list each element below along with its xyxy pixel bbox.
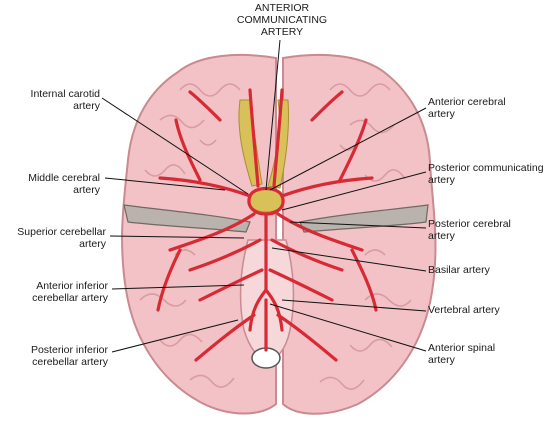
gyri-pattern <box>139 83 412 390</box>
arteries <box>156 88 378 362</box>
label-anterior-cerebral-artery: Anterior cerebral artery <box>428 96 506 120</box>
label-basilar-artery: Basilar artery <box>428 264 490 276</box>
label-anterior-communicating-artery: ANTERIOR COMMUNICATING ARTERY <box>236 2 328 38</box>
left-tentorium <box>123 204 251 233</box>
label-anterior-spinal-artery: Anterior spinal artery <box>428 342 496 366</box>
label-internal-carotid-artery: Internal carotid artery <box>30 88 100 112</box>
right-tentorium <box>299 204 429 233</box>
leader-lines <box>101 39 427 353</box>
left-hemisphere <box>121 54 277 415</box>
label-anterior-inferior-cerebellar-artery: Anterior inferior cerebellar artery <box>32 280 108 304</box>
label-vertebral-artery: Vertebral artery <box>428 304 500 316</box>
label-superior-cerebellar-artery: Superior cerebellar artery <box>17 226 106 250</box>
brain-base-icon <box>121 54 437 415</box>
label-posterior-communicating-artery: Posterior communicating artery <box>428 162 544 186</box>
label-posterior-inferior-cerebellar-artery: Posterior inferior cerebellar artery <box>30 344 108 368</box>
label-middle-cerebral-artery: Middle cerebral artery <box>28 172 100 196</box>
right-hemisphere <box>282 54 437 415</box>
label-posterior-cerebral-artery: Posterior cerebral artery <box>428 218 511 242</box>
